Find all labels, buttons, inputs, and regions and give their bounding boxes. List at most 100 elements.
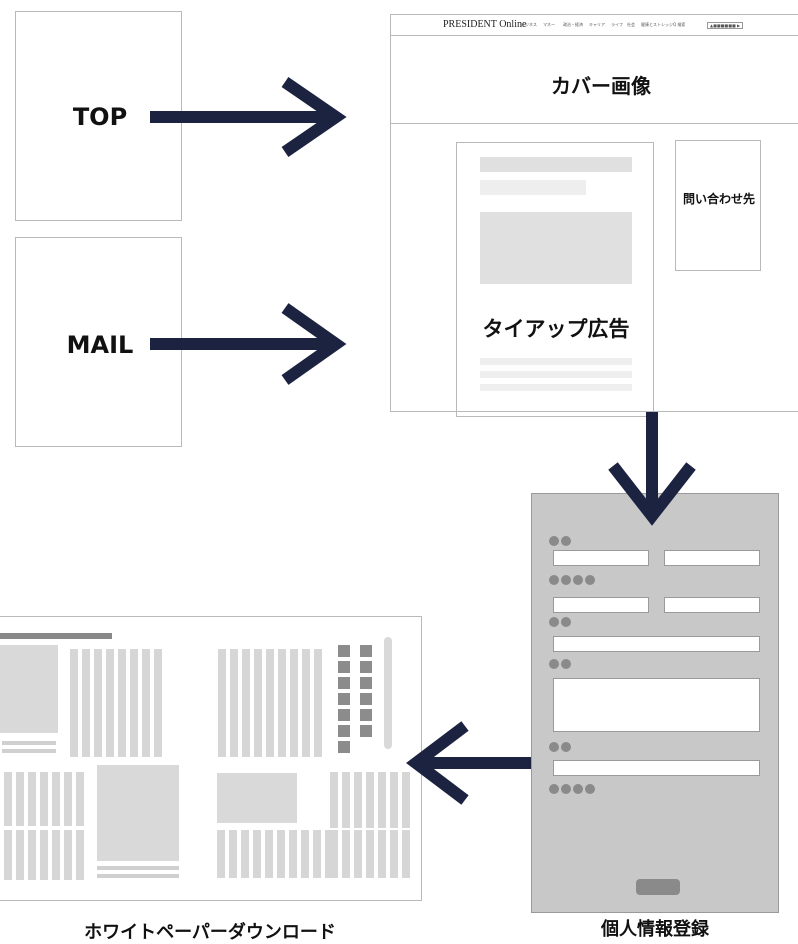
- whitepaper-text-stripe: [277, 830, 285, 878]
- whitepaper-text-stripe: [82, 649, 90, 705]
- whitepaper-text-stripe: [265, 830, 273, 878]
- whitepaper-text-stripe: [16, 772, 24, 826]
- whitepaper-text-stripe: [230, 649, 238, 705]
- whitepaper-image-placeholder: [97, 765, 179, 861]
- whitepaper-text-stripe: [64, 830, 72, 880]
- whitepaper-text-stripe: [52, 830, 60, 880]
- form-label-dot: [561, 617, 571, 627]
- form-caption: 個人情報登録: [601, 919, 709, 940]
- whitepaper-icon-square: [338, 645, 350, 657]
- whitepaper-text-stripe: [4, 772, 12, 826]
- whitepaper-icon-square: [338, 661, 350, 673]
- whitepaper-icon-square: [360, 725, 372, 737]
- top-label: TOP: [72, 103, 128, 131]
- whitepaper-text-stripe: [40, 830, 48, 880]
- whitepaper-text-stripe: [70, 649, 78, 705]
- whitepaper-text-stripe: [28, 772, 36, 826]
- whitepaper-text-stripe: [94, 649, 102, 705]
- whitepaper-text-stripe: [241, 830, 249, 878]
- form-label-dot: [549, 617, 559, 627]
- whitepaper-text-stripe: [94, 705, 102, 757]
- whitepaper-text-stripe: [254, 649, 262, 705]
- nav-item-business: ビジネス: [521, 22, 537, 27]
- tieup-label: タイアップ広告: [482, 317, 630, 341]
- whitepaper-text-stripe: [302, 649, 310, 705]
- whitepaper-text-stripe: [142, 705, 150, 757]
- form-label-dot: [549, 575, 559, 585]
- whitepaper-text-stripe: [266, 705, 274, 757]
- tieup-text-line: [480, 384, 632, 391]
- whitepaper-text-stripe: [154, 705, 162, 757]
- form-field: [553, 550, 649, 566]
- form-field: [553, 597, 649, 613]
- form-label-dot: [573, 784, 583, 794]
- whitepaper-text-stripe: [118, 705, 126, 757]
- whitepaper-scrollbar: [384, 637, 392, 749]
- whitepaper-caption-line: [2, 749, 56, 753]
- cover-label: カバー画像: [551, 74, 651, 98]
- whitepaper-text-stripe: [64, 772, 72, 826]
- form-label-dot: [561, 784, 571, 794]
- whitepaper-icon-square: [338, 693, 350, 705]
- form-label-dot: [549, 742, 559, 752]
- form-label-dot: [573, 575, 583, 585]
- nav-item-life: ライフ: [611, 22, 623, 27]
- whitepaper-text-stripe: [76, 830, 84, 880]
- whitepaper-caption-line: [97, 866, 179, 870]
- whitepaper-text-stripe: [390, 772, 398, 828]
- whitepaper-text-stripe: [314, 649, 322, 705]
- whitepaper-text-stripe: [342, 830, 350, 878]
- whitepaper-text-stripe: [218, 649, 226, 705]
- whitepaper-text-stripe: [366, 772, 374, 828]
- whitepaper-text-stripe: [302, 705, 310, 757]
- whitepaper-icon-square: [360, 661, 372, 673]
- whitepaper-text-stripe: [342, 772, 350, 828]
- whitepaper-image-placeholder: [217, 773, 297, 823]
- tieup-panel: タイアップ広告: [456, 142, 654, 417]
- arrow-top-to-landing: [150, 77, 347, 157]
- whitepaper-text-stripe: [52, 772, 60, 826]
- tieup-image-placeholder: [480, 212, 632, 284]
- whitepaper-icon-grid: [0, 617, 422, 902]
- whitepaper-icon-square: [360, 645, 372, 657]
- whitepaper-text-stripe: [229, 830, 237, 878]
- whitepaper-text-stripe: [253, 830, 261, 878]
- whitepaper-text-stripe: [130, 649, 138, 705]
- whitepaper-text-stripe: [354, 772, 362, 828]
- whitepaper-text-stripe: [313, 830, 321, 878]
- whitepaper-text-stripe: [217, 830, 225, 878]
- registration-form-mock: [531, 493, 779, 913]
- whitepaper-text-stripe: [290, 705, 298, 757]
- whitepaper-text-stripe: [390, 830, 398, 878]
- whitepaper-icon-square: [360, 693, 372, 705]
- whitepaper-text-stripe: [40, 772, 48, 826]
- form-field: [664, 597, 760, 613]
- site-nav: ビジネス マネー 政治・経済 キャリア ライフ 社会 健康とストレッジ Q 検索…: [521, 20, 761, 30]
- cover-area: [391, 35, 798, 124]
- nav-item-career: キャリア: [589, 22, 605, 27]
- form-field: [664, 550, 760, 566]
- tieup-text-line: [480, 358, 632, 365]
- contact-panel: 問い合わせ先: [675, 140, 761, 271]
- whitepaper-icon-square: [338, 741, 350, 753]
- whitepaper-image-placeholder: [0, 645, 58, 733]
- arrow-landing-to-form: [608, 412, 696, 526]
- whitepaper-text-columns: [0, 617, 422, 902]
- whitepaper-text-stripe: [289, 830, 297, 878]
- whitepaper-text-stripe: [354, 830, 362, 878]
- whitepaper-text-stripe: [118, 649, 126, 705]
- mail-label: MAIL: [66, 331, 134, 359]
- nav-item-health: 健康とストレッジ: [641, 22, 673, 27]
- landing-page-mock: PRESIDENT Online ビジネス マネー 政治・経済 キャリア ライフ…: [390, 14, 798, 417]
- whitepaper-text-stripe: [76, 772, 84, 826]
- form-label-dot: [561, 575, 571, 585]
- whitepaper-text-stripe: [330, 830, 338, 878]
- whitepaper-text-stripe: [230, 705, 238, 757]
- whitepaper-text-stripe: [154, 649, 162, 705]
- whitepaper-text-stripe: [130, 705, 138, 757]
- tieup-title-bar: [480, 157, 632, 172]
- site-header: PRESIDENT Online ビジネス マネー 政治・経済 キャリア ライフ…: [391, 15, 798, 36]
- whitepaper-text-stripe: [82, 705, 90, 757]
- whitepaper-text-stripe: [28, 830, 36, 880]
